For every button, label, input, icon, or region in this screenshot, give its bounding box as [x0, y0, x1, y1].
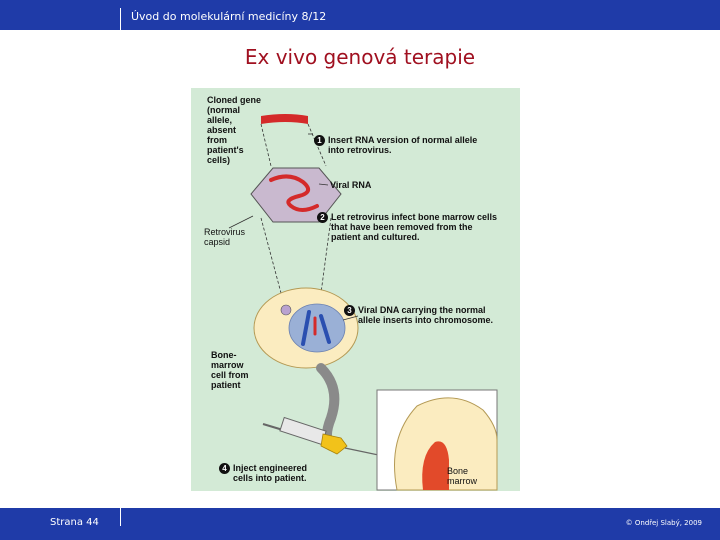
step-4-number: 4 [219, 463, 230, 474]
step-1-number: 1 [314, 135, 325, 146]
cloned-gene-shape [261, 114, 308, 124]
footer-bar [0, 508, 720, 540]
bone-marrow-shape [422, 441, 449, 490]
nucleus-shape [288, 303, 346, 353]
viral-rna-shape [269, 174, 319, 212]
page-number: Strana 44 [50, 517, 99, 528]
figure-illustration [228, 114, 498, 491]
cloned-gene-label: Cloned gene (normal allele, absent from … [207, 95, 262, 165]
header-divider [120, 8, 121, 30]
course-title: Úvod do molekulární medicíny 8/12 [131, 10, 327, 23]
step-1-text: Insert RNA version of normal allele into… [328, 135, 478, 155]
slide-title: Ex vivo genová terapie [244, 45, 476, 69]
retrovirus-capsid-label: Retrovirus capsid [204, 227, 246, 247]
step-3-number: 3 [344, 305, 355, 316]
copyright: © Ondřej Slabý, 2009 [625, 519, 702, 527]
footer-divider [120, 508, 121, 526]
syringe-shape [262, 416, 432, 467]
step-2-text: Let retrovirus infect bone marrow cells … [331, 212, 498, 242]
bone-marrow-label: Bone marrow [447, 466, 478, 486]
step-4-text: Inject engineered cells into patient. [233, 463, 308, 483]
bone-marrow-cell-label: Bone- marrow cell from patient [211, 350, 249, 390]
step-3-text: Viral DNA carrying the normal allele ins… [358, 305, 494, 325]
header-bar [0, 0, 720, 30]
gene-therapy-figure: Cloned gene (normal allele, absent from … [191, 88, 520, 491]
viral-rna-label: Viral RNA [330, 180, 372, 190]
step-2-number: 2 [317, 212, 328, 223]
